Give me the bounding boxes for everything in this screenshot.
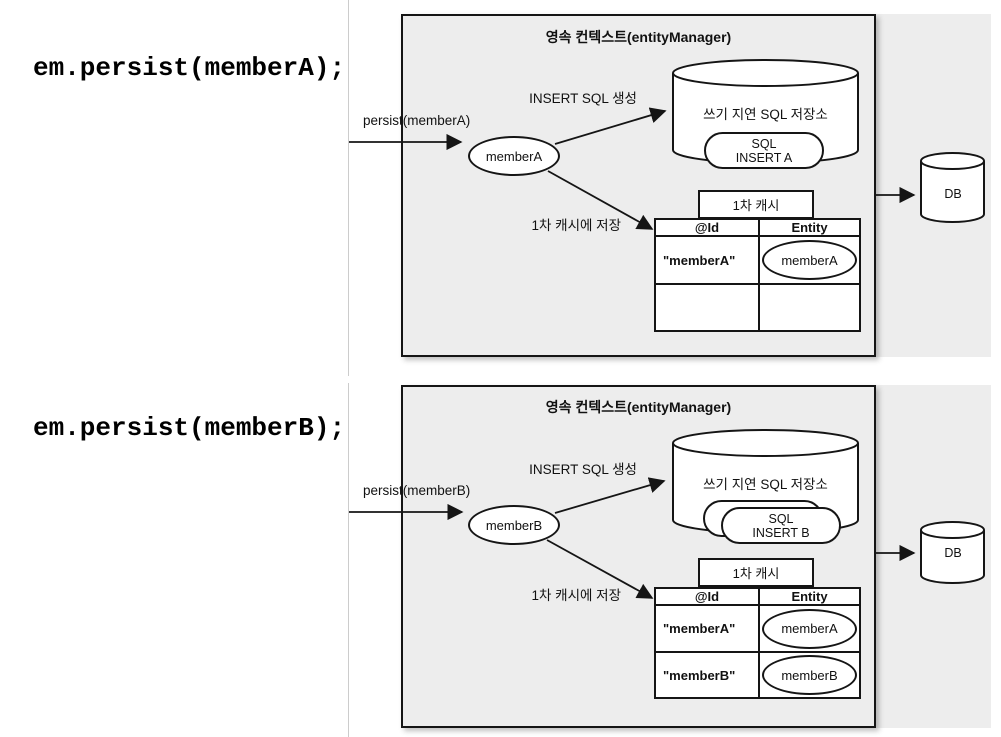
cache-save-arrow bbox=[547, 170, 654, 230]
cache-save-arrow bbox=[546, 539, 654, 599]
table-cell-id: "memberB" bbox=[656, 653, 760, 697]
insert-sql-arrow bbox=[554, 477, 666, 514]
table-header-entity: Entity bbox=[760, 589, 859, 606]
first-level-cache-tab: 1차 캐시 bbox=[698, 190, 814, 219]
entity-ellipse-memberB: memberB bbox=[762, 655, 857, 695]
sql-note-line1: SQL bbox=[751, 136, 777, 151]
table-cell-id-empty bbox=[656, 285, 760, 330]
flow-arrows-svg bbox=[349, 59, 985, 230]
entity-node-memberA: memberA bbox=[468, 136, 560, 176]
figure-persist-memberA: 영속 컨텍스트(entityManager) persist(memb bbox=[348, 0, 991, 376]
entity-node-memberB: memberB bbox=[468, 505, 560, 545]
persistence-context-title: 영속 컨텍스트(entityManager) bbox=[545, 399, 732, 415]
db-cylinder bbox=[920, 152, 985, 223]
code-statement-persist-memberB: em.persist(memberB); bbox=[33, 413, 346, 443]
persistence-context-box bbox=[401, 385, 876, 728]
table-header-entity: Entity bbox=[760, 220, 859, 237]
table-cell-entity: memberA bbox=[760, 237, 859, 285]
table-cell-entity-empty bbox=[760, 285, 859, 330]
sql-note-line2: INSERT B bbox=[752, 525, 810, 540]
first-level-cache-table: @Id Entity "memberA" memberA bbox=[654, 218, 861, 332]
db-cylinder bbox=[920, 521, 985, 584]
insert-sql-arrow bbox=[554, 107, 667, 145]
first-level-cache-tab: 1차 캐시 bbox=[698, 558, 814, 587]
table-cell-id: "memberA" bbox=[656, 237, 760, 285]
persist-call-label: persist(memberB) bbox=[363, 483, 471, 498]
cache-save-label: 1차 캐시에 저장 bbox=[531, 588, 621, 603]
table-cell-entity: memberA bbox=[760, 606, 859, 653]
db-label: DB bbox=[944, 187, 962, 201]
persistence-context-box bbox=[401, 14, 876, 357]
code-statement-persist-memberA: em.persist(memberA); bbox=[33, 53, 346, 83]
entity-ellipse-memberA: memberA bbox=[762, 608, 857, 649]
insert-sql-label: INSERT SQL 생성 bbox=[529, 91, 637, 106]
db-label: DB bbox=[944, 546, 962, 560]
insert-sql-label: INSERT SQL 생성 bbox=[529, 462, 637, 477]
table-cell-entity: memberB bbox=[760, 653, 859, 697]
first-level-cache-table: @Id Entity "memberA" memberA "memberB" m… bbox=[654, 587, 861, 699]
table-header-id: @Id bbox=[656, 589, 760, 606]
sql-store-label: 쓰기 지연 SQL 저장소 bbox=[703, 477, 828, 492]
figure-persist-memberB: 영속 컨텍스트(entityManager) persist(memberB) … bbox=[348, 383, 991, 737]
entity-ellipse-memberA: memberA bbox=[762, 240, 857, 280]
sql-note-line2: INSERT A bbox=[735, 150, 793, 165]
sql-note-line1: SQL bbox=[768, 511, 794, 526]
table-cell-id: "memberA" bbox=[656, 606, 760, 653]
persist-call-label: persist(memberA) bbox=[363, 113, 471, 128]
table-header-id: @Id bbox=[656, 220, 760, 237]
sql-note-insert-a: SQL INSERT A bbox=[704, 132, 824, 169]
sql-store-label: 쓰기 지연 SQL 저장소 bbox=[703, 107, 828, 122]
sql-note-insert-b: SQL INSERT B bbox=[721, 507, 841, 544]
persistence-context-title: 영속 컨텍스트(entityManager) bbox=[545, 29, 732, 45]
cache-save-label: 1차 캐시에 저장 bbox=[531, 218, 621, 233]
